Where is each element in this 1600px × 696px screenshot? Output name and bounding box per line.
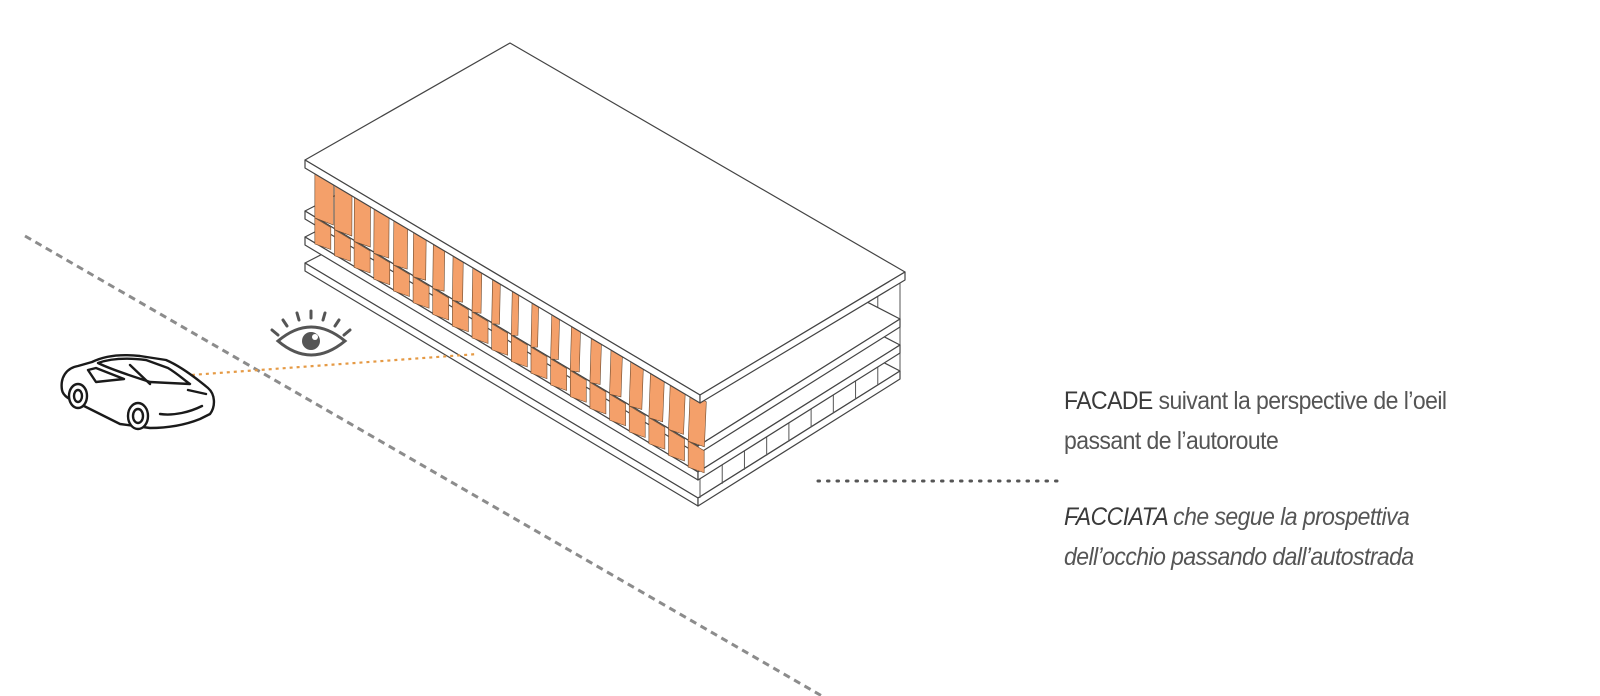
caption-italian-keyword: FACCIATA [1064, 503, 1168, 531]
facade-fin [452, 299, 469, 333]
facade-fin [471, 311, 489, 344]
highway-edge-line [24, 234, 823, 696]
eye-icon [270, 309, 352, 357]
caption-italian-line1: FACCIATA che segue la prospettiva [1064, 497, 1414, 537]
facade-fin [569, 370, 587, 403]
caption-italian-line1-rest: che segue la prospettiva [1167, 503, 1410, 531]
caption-french-line2: passant de l’autoroute [1064, 427, 1279, 455]
facade-fin [609, 393, 626, 427]
facade-fins [314, 168, 707, 474]
caption-french: FACADE suivant la perspective de l’oeil … [1064, 381, 1447, 461]
facade-fin [668, 428, 685, 462]
slab-roof [304, 42, 906, 404]
facade-fin [432, 287, 450, 321]
facade-fin [373, 252, 391, 286]
facade-fin [550, 358, 567, 391]
caption-french-line1-rest: suivant la perspective de l’oeil [1152, 387, 1447, 415]
caption-french-line1: FACADE suivant la perspective de l’oeil [1064, 381, 1447, 421]
facade-fin [511, 334, 528, 368]
caption-italian: FACCIATA che segue la prospettiva dell’o… [1064, 497, 1414, 577]
caption-italian-line2: dell’occhio passando dall’autostrada [1064, 543, 1414, 571]
facade-fin [314, 217, 332, 250]
car-icon [60, 353, 216, 431]
facade-fin [687, 440, 705, 474]
facade-fin [491, 323, 508, 356]
facade-fin [530, 346, 548, 380]
facade-fin [628, 405, 646, 438]
facade-fin [353, 240, 371, 274]
sightline [149, 352, 479, 380]
facade-fin [393, 264, 410, 297]
caption-french-keyword: FACADE [1064, 387, 1153, 415]
facade-fin [334, 229, 351, 262]
facade-fin [412, 276, 430, 309]
facade-fin [648, 417, 666, 450]
facade-fin [589, 381, 607, 415]
